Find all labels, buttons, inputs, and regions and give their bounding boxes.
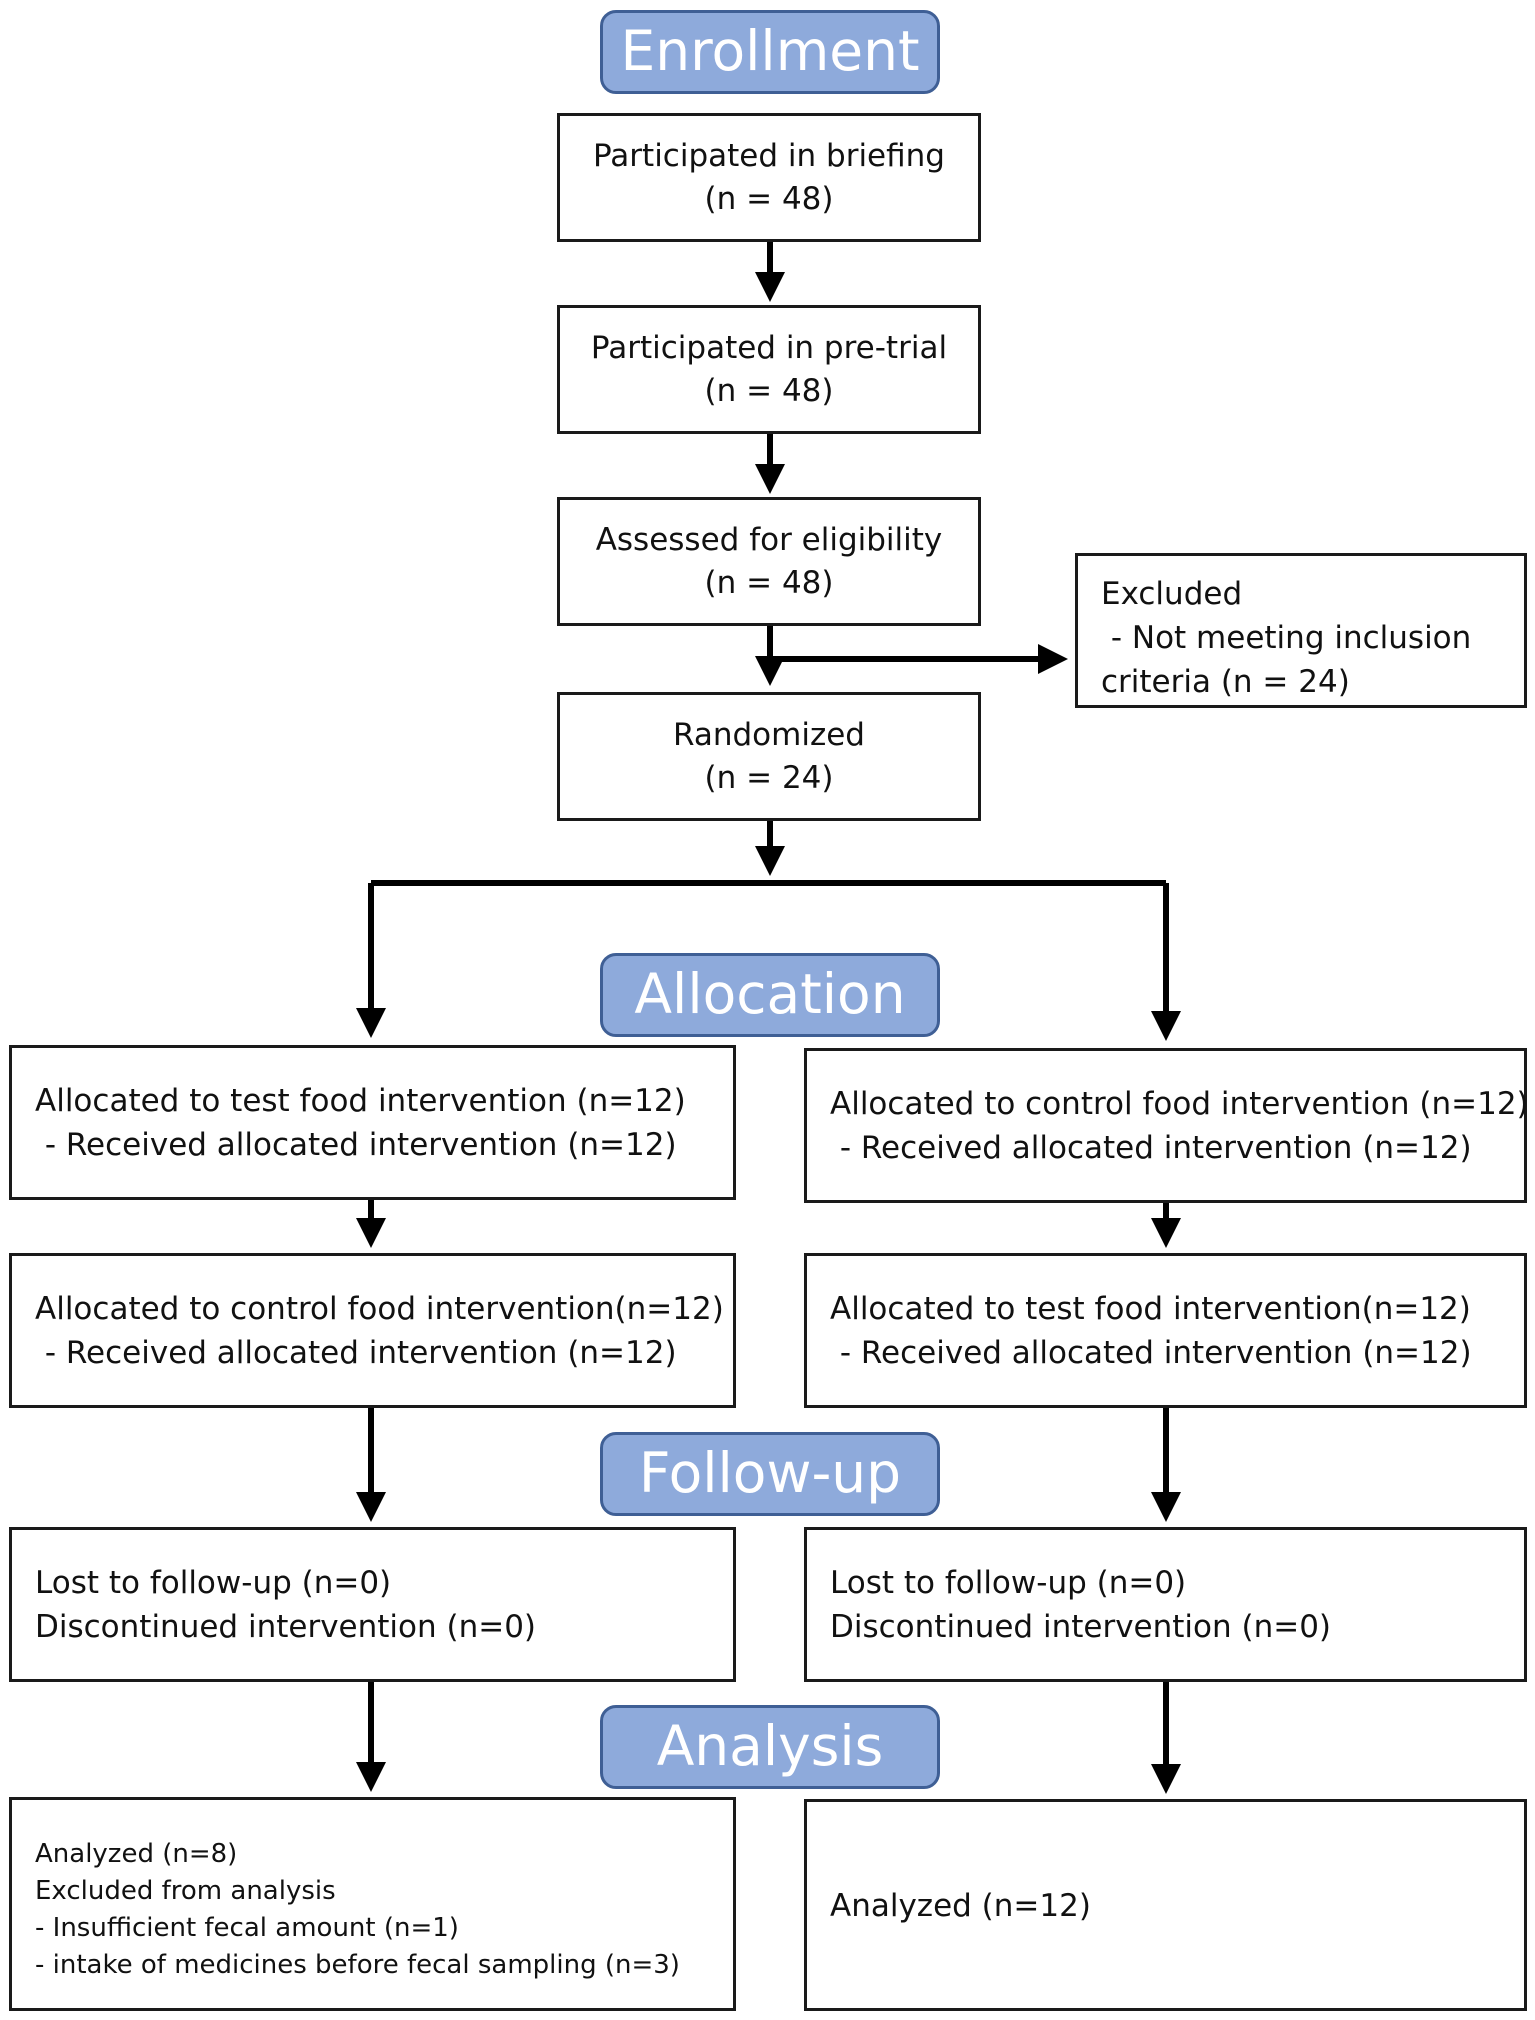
stage-header-enrollment: Enrollment bbox=[600, 10, 940, 94]
box-line: Randomized bbox=[673, 717, 865, 753]
box-count: (n = 48) bbox=[704, 565, 834, 601]
box-line: - Received allocated intervention (n=12) bbox=[35, 1127, 677, 1163]
box-line: Allocated to control food intervention (… bbox=[830, 1086, 1529, 1122]
box-right-allocation-1: Allocated to control food intervention (… bbox=[804, 1048, 1529, 1203]
box-line: Allocated to test food intervention (n=1… bbox=[35, 1083, 686, 1119]
box-line: Participated in pre-trial bbox=[590, 330, 948, 366]
box-randomized: Randomized (n = 24) bbox=[557, 692, 981, 821]
box-line: - Insufficient fecal amount (n=1) bbox=[35, 1913, 459, 1943]
box-line: - Received allocated intervention (n=12) bbox=[35, 1335, 677, 1371]
box-line: Lost to follow-up (n=0) bbox=[830, 1565, 1187, 1601]
box-right-analysis: Analyzed (n=12) bbox=[804, 1799, 1527, 2011]
box-line: Excluded bbox=[1101, 576, 1243, 612]
box-count: (n = 24) bbox=[704, 760, 834, 796]
box-left-analysis: Analyzed (n=8) Excluded from analysis - … bbox=[9, 1797, 736, 2011]
box-right-allocation-2: Allocated to test food intervention(n=12… bbox=[804, 1253, 1527, 1408]
box-line: - intake of medicines before fecal sampl… bbox=[35, 1950, 680, 1980]
box-assessed-for-eligibility: Assessed for eligibility (n = 48) bbox=[557, 497, 981, 626]
box-line: Participated in briefing bbox=[593, 138, 945, 174]
box-left-follow-up: Lost to follow-up (n=0) Discontinued int… bbox=[9, 1527, 736, 1682]
box-line: - Received allocated intervention (n=12) bbox=[830, 1130, 1472, 1166]
box-line: - Received allocated intervention (n=12) bbox=[830, 1335, 1472, 1371]
box-left-allocation-1: Allocated to test food intervention (n=1… bbox=[9, 1045, 736, 1200]
box-left-allocation-2: Allocated to control food intervention(n… bbox=[9, 1253, 736, 1408]
box-line: Analyzed (n=12) bbox=[830, 1888, 1091, 1924]
box-line: Discontinued intervention (n=0) bbox=[35, 1609, 537, 1645]
box-line: Lost to follow-up (n=0) bbox=[35, 1565, 392, 1601]
box-line: Assessed for eligibility bbox=[595, 522, 943, 558]
box-excluded: Excluded - Not meeting inclusion criteri… bbox=[1075, 553, 1527, 708]
box-line: Allocated to control food intervention(n… bbox=[35, 1291, 724, 1327]
box-line: criteria (n = 24) bbox=[1101, 664, 1350, 700]
box-line: Excluded from analysis bbox=[35, 1876, 336, 1906]
box-count: (n = 48) bbox=[704, 181, 834, 217]
box-line: Analyzed (n=8) bbox=[35, 1839, 238, 1869]
box-participated-in-pre-trial: Participated in pre-trial (n = 48) bbox=[557, 305, 981, 434]
stage-header-allocation: Allocation bbox=[600, 953, 940, 1037]
box-line: Discontinued intervention (n=0) bbox=[830, 1609, 1332, 1645]
stage-header-analysis: Analysis bbox=[600, 1705, 940, 1789]
box-line: - Not meeting inclusion bbox=[1101, 620, 1472, 656]
box-line: Allocated to test food intervention(n=12… bbox=[830, 1291, 1471, 1327]
stage-header-follow-up: Follow-up bbox=[600, 1432, 940, 1516]
box-right-follow-up: Lost to follow-up (n=0) Discontinued int… bbox=[804, 1527, 1527, 1682]
box-participated-in-briefing: Participated in briefing (n = 48) bbox=[557, 113, 981, 242]
box-count: (n = 48) bbox=[704, 373, 834, 409]
